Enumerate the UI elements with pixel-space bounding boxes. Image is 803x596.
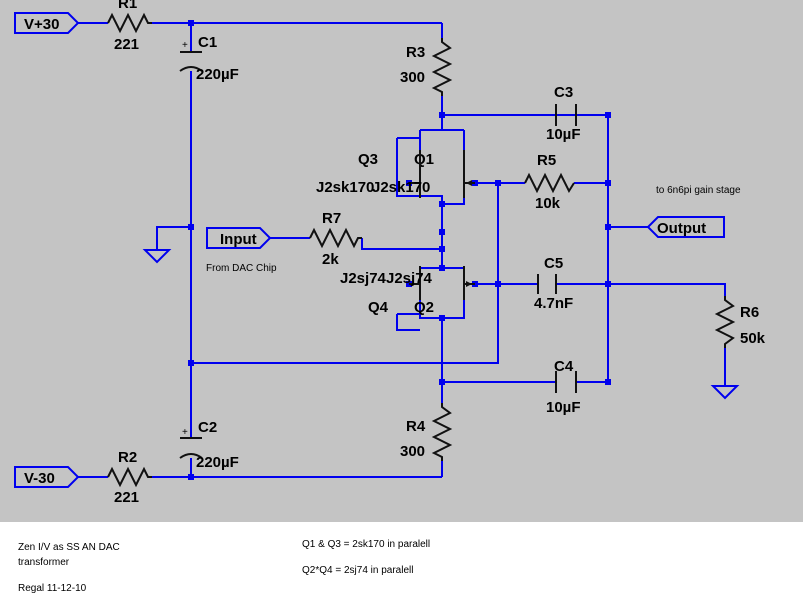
svg-text:220µF: 220µF [196, 454, 239, 471]
transistor-q4: Q4 [368, 266, 421, 316]
title-line-2: transformer [18, 557, 70, 568]
svg-text:Q4: Q4 [368, 299, 389, 316]
resistor-r7: R7 2k [309, 210, 362, 268]
capacitor-c4: C4 10µF [546, 358, 581, 416]
capacitor-c3: C3 10µF [546, 84, 581, 143]
svg-text:50k: 50k [740, 330, 766, 347]
svg-text:Output: Output [657, 220, 706, 237]
resistor-r5: R5 10k [524, 152, 575, 212]
resistor-r2: R2 221 [107, 449, 152, 506]
q2-part-label: J2sj74 [386, 270, 433, 287]
svg-text:Input: Input [220, 231, 257, 248]
transistor-q3: Q3 [358, 150, 421, 198]
svg-text:4.7nF: 4.7nF [534, 295, 573, 312]
svg-text:C5: C5 [544, 255, 563, 272]
svg-text:10µF: 10µF [546, 399, 581, 416]
ground-symbol-right [710, 385, 740, 400]
q4-part-label: J2sj74 [340, 270, 387, 287]
port-input: Input [206, 227, 272, 249]
svg-text:+: + [182, 427, 188, 438]
capacitor-c5: C5 4.7nF [534, 255, 573, 312]
svg-text:R6: R6 [740, 304, 759, 321]
port-vplus: V+30 [14, 12, 80, 34]
resistor-r1: R1 221 [107, 0, 152, 53]
svg-text:C1: C1 [198, 34, 217, 51]
port-output: Output [646, 216, 725, 238]
note-q1-q3: Q1 & Q3 = 2sk170 in paralell [302, 539, 431, 550]
svg-text:R7: R7 [322, 210, 341, 227]
svg-text:300: 300 [400, 443, 425, 460]
svg-text:R2: R2 [118, 449, 137, 466]
svg-text:300: 300 [400, 69, 425, 86]
svg-text:C3: C3 [554, 84, 573, 101]
svg-text:221: 221 [114, 36, 139, 53]
svg-text:Q2: Q2 [414, 299, 434, 316]
capacitor-c2: + C2 220µF [179, 419, 239, 471]
svg-text:R1: R1 [118, 0, 137, 12]
note-q2-q4: Q2*Q4 = 2sj74 in paralell [302, 565, 414, 576]
svg-text:10k: 10k [535, 195, 561, 212]
svg-text:10µF: 10µF [546, 126, 581, 143]
svg-text:R5: R5 [537, 152, 556, 169]
svg-text:R3: R3 [406, 44, 425, 61]
svg-text:R4: R4 [406, 418, 426, 435]
svg-text:C2: C2 [198, 419, 217, 436]
wires [78, 22, 726, 478]
svg-text:C4: C4 [554, 358, 574, 375]
svg-text:221: 221 [114, 489, 139, 506]
svg-text:V+30: V+30 [24, 16, 59, 33]
title-note: Zen I/V as SS AN DAC transformer [18, 540, 120, 570]
svg-text:2k: 2k [322, 251, 339, 268]
schematic-canvas: V+30 V-30 Input Output R1 221 R2 221 R3 … [0, 0, 803, 522]
svg-text:V-30: V-30 [24, 470, 55, 487]
from-dac-annotation: From DAC Chip [206, 263, 277, 274]
resistor-r6: R6 50k [714, 296, 766, 348]
capacitor-c1: + C1 220µF [179, 34, 239, 83]
title-line-1: Zen I/V as SS AN DAC [18, 542, 120, 553]
resistor-r3: R3 300 [400, 38, 453, 96]
svg-text:Q3: Q3 [358, 151, 378, 168]
svg-text:Q1: Q1 [414, 151, 434, 168]
author-date: Regal 11-12-10 [18, 583, 87, 594]
gain-stage-annotation: to 6n6pi gain stage [656, 185, 741, 196]
svg-text:+: + [182, 40, 188, 51]
q3-part-label: J2sk170 [316, 179, 374, 196]
transistor-q2: Q2 [414, 266, 475, 316]
svg-text:220µF: 220µF [196, 66, 239, 83]
ground-symbol-left [142, 249, 172, 264]
port-vminus: V-30 [14, 466, 80, 488]
resistor-r4: R4 300 [400, 403, 453, 461]
q1-part-label: J2sk170 [372, 179, 430, 196]
